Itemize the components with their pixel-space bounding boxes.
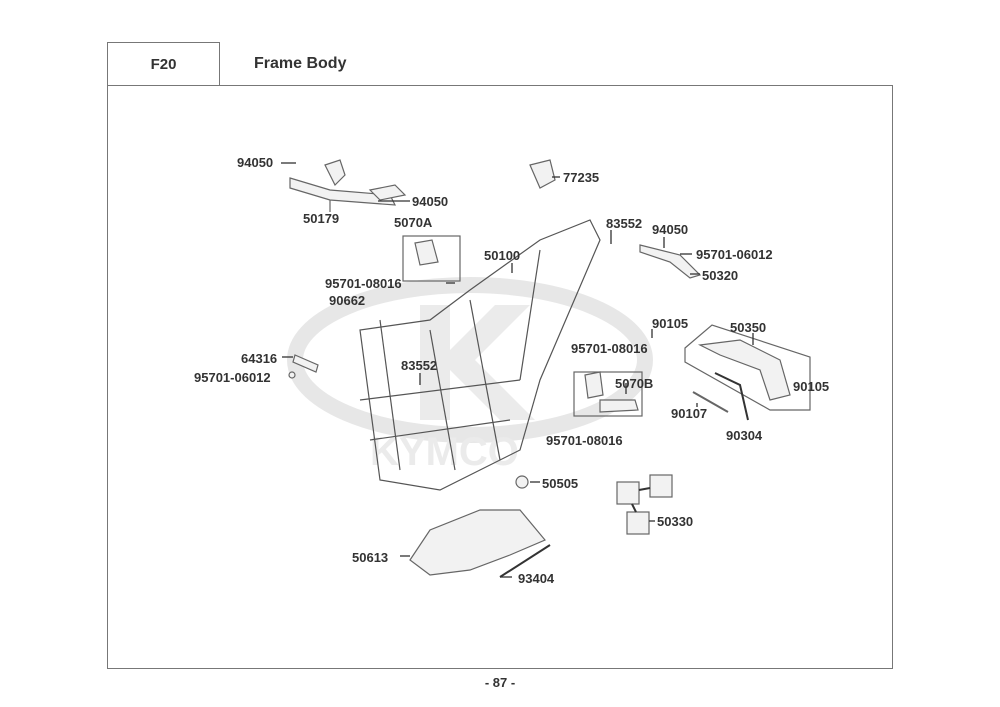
nut-95701-06012-icon (288, 371, 296, 379)
part-label-5070b: 5070B (615, 376, 654, 391)
watermark-k-glyph (420, 305, 535, 420)
part-label-94050: 94050 (412, 194, 449, 209)
mount-5070b-icon (584, 371, 604, 399)
part-label-50613: 50613 (352, 550, 389, 565)
rod-90304-icon (714, 372, 749, 421)
pad-50330-c (626, 511, 650, 535)
diagram-frame (107, 85, 893, 669)
step-5070b-icon (599, 399, 639, 413)
bolt-93404-icon (499, 544, 551, 578)
pad-50330-b (649, 474, 673, 498)
part-label-50100: 50100 (484, 248, 521, 263)
part-label-50350: 50350 (730, 320, 767, 335)
part-label-50320: 50320 (702, 268, 739, 283)
under-cover-50613-icon (409, 509, 546, 576)
part-label-5070a: 5070A (394, 215, 433, 230)
assembly-5070b-box (573, 371, 643, 417)
mount-5070a-icon (414, 239, 439, 266)
part-label-95701-08016: 95701-08016 (571, 341, 648, 356)
part-label-90105: 90105 (793, 379, 830, 394)
part-label-50179: 50179 (303, 211, 340, 226)
section-code: F20 (107, 42, 220, 86)
part-label-95701-08016: 95701-08016 (325, 276, 402, 291)
bolt-90107-icon (692, 391, 729, 413)
engine-hanger-icon (697, 339, 791, 401)
bracket-50320-icon (639, 244, 702, 279)
part-label-95701-06012: 95701-06012 (194, 370, 271, 385)
assembly-5070a-box (402, 235, 461, 282)
page-title: Frame Body (254, 55, 347, 72)
clip-50505-icon (515, 475, 529, 489)
part-label-90304: 90304 (726, 428, 763, 443)
watermark-text: KYMCO (370, 430, 519, 474)
main-frame-icon (359, 219, 601, 491)
part-label-95701-06012: 95701-06012 (696, 247, 773, 262)
bracket-64316-icon (292, 354, 319, 373)
part-label-94050: 94050 (237, 155, 274, 170)
bracket-77235-icon (529, 159, 556, 189)
part-label-90105: 90105 (652, 316, 689, 331)
part-label-95701-08016: 95701-08016 (546, 433, 623, 448)
assembly-50350-box (684, 324, 811, 411)
part-label-83552: 83552 (401, 358, 438, 373)
leader-lines (281, 162, 754, 578)
part-label-90662: 90662 (329, 293, 366, 308)
part-label-83552: 83552 (606, 216, 643, 231)
page-number: - 87 - (484, 675, 516, 690)
part-label-50505: 50505 (542, 476, 579, 491)
part-label-64316: 64316 (241, 351, 278, 366)
part-label-90107: 90107 (671, 406, 708, 421)
part-label-93404: 93404 (518, 571, 555, 586)
part-label-94050: 94050 (652, 222, 689, 237)
section-code-text: F20 (150, 56, 177, 73)
rear-carrier-icon (289, 159, 407, 212)
pad-50330-a (616, 481, 640, 505)
part-label-77235: 77235 (563, 170, 600, 185)
part-label-50330: 50330 (657, 514, 694, 529)
